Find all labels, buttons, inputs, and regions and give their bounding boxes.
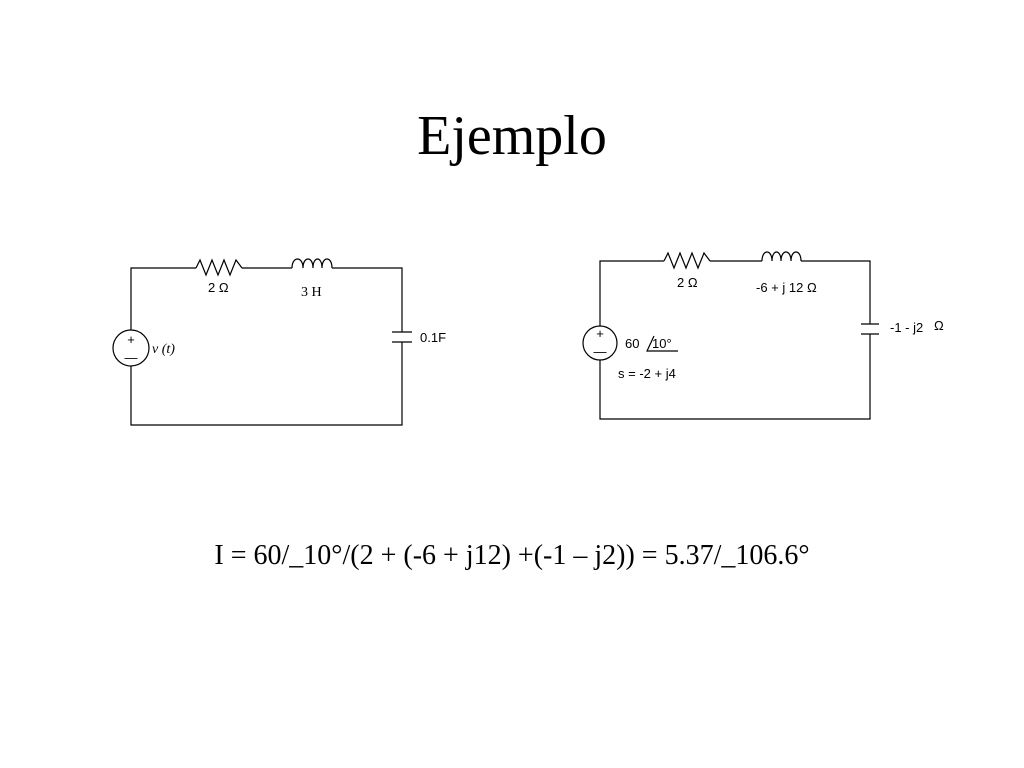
capacitor-unit: Ω <box>934 318 944 333</box>
capacitor-label: -1 - j2 <box>890 320 923 335</box>
wire <box>130 267 196 330</box>
inductor-label: 3 H <box>301 285 322 300</box>
inductor <box>291 258 333 269</box>
source-plus-sign: + <box>127 332 135 347</box>
wire <box>599 334 871 420</box>
wire <box>332 267 403 332</box>
source-minus-sign: — <box>125 350 138 365</box>
wire <box>130 342 403 426</box>
current-formula: I = 60/_10°/(2 + (-6 + j12) +(-1 – j2)) … <box>214 540 810 571</box>
capacitor-label: 0.1F <box>420 330 446 345</box>
phasor-circuit: + — 2 Ω -6 + j 12 Ω -1 - j2 Ω 60 10° s =… <box>582 251 944 420</box>
capacitor <box>392 331 412 343</box>
resistor <box>663 251 711 270</box>
wire <box>801 260 871 324</box>
source-label: v (t) <box>152 342 175 357</box>
source-angle: 10° <box>652 336 672 351</box>
frequency-label: s = -2 + j4 <box>618 366 676 381</box>
voltage-source: + — <box>112 329 150 367</box>
inductor <box>761 251 802 262</box>
voltage-source: + — <box>582 325 618 361</box>
source-magnitude: 60 <box>625 336 639 351</box>
source-minus-sign: — <box>594 344 607 359</box>
angle-symbol <box>646 335 678 352</box>
source-plus-sign: + <box>596 326 604 341</box>
slide-title: Ejemplo <box>417 105 607 167</box>
capacitor <box>861 323 879 335</box>
resistor <box>195 258 243 277</box>
resistor-label: 2 Ω <box>677 275 698 290</box>
resistor-label: 2 Ω <box>208 280 229 295</box>
time-domain-circuit: + — 2 Ω 3 H 0.1F v (t) <box>112 258 446 426</box>
wire <box>599 260 664 326</box>
inductor-label: -6 + j 12 Ω <box>756 280 817 295</box>
